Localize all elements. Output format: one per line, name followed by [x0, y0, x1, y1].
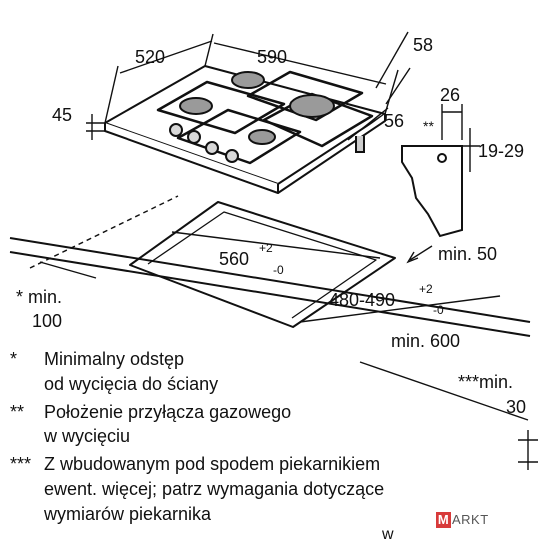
- dim-label-56: 56: [384, 111, 405, 131]
- dim-520-ext-a: [104, 65, 119, 124]
- burner-back-left: [231, 71, 265, 89]
- dim-label-45: 45: [52, 105, 73, 125]
- note-1-line-1: Minimalny odstęp: [44, 349, 185, 369]
- dim-label-bracket-note: **: [423, 118, 434, 134]
- watermark-logo-rest: ARKT: [452, 512, 489, 527]
- gas-connector: [355, 136, 365, 153]
- hob-glass-front: [104, 123, 279, 194]
- dim-480-line: [299, 295, 501, 323]
- dim-520-line: [119, 40, 213, 74]
- dim-label-26: 26: [440, 85, 461, 105]
- note-2-line-1: Położenie przyłącza gazowego: [44, 402, 292, 422]
- dim-min50-arrow: [406, 245, 433, 264]
- note-2-line-2: w wycięciu: [44, 426, 131, 446]
- dim-min30-ext: [518, 439, 538, 463]
- dim-label-480-490: 480-490: [329, 290, 396, 310]
- dim-590-ext: [384, 69, 399, 115]
- countertop-top-edge: [9, 237, 531, 323]
- burner-mid-left: [179, 97, 213, 115]
- note-2-mark: **: [10, 402, 25, 422]
- grid-left-back: [156, 80, 286, 135]
- bracket-hole: [437, 153, 447, 163]
- dim-56-line: [347, 107, 389, 141]
- dim-label-min50: min. 50: [438, 244, 498, 264]
- dim-label-560-plus: +2: [259, 241, 273, 255]
- bracket-outline: [401, 145, 463, 238]
- dim-label-480-minus: -0: [433, 303, 444, 317]
- knob-4: [225, 149, 239, 163]
- burner-front: [248, 129, 276, 145]
- knob-3: [205, 141, 219, 155]
- knob-2: [187, 130, 201, 144]
- burner-wok: [289, 94, 335, 118]
- knob-1: [169, 123, 183, 137]
- dim-label-min-wall-1: * min.: [16, 287, 63, 307]
- countertop-bottom-edge: [9, 251, 531, 337]
- note-3-line-3: wymiarów piekarnika: [44, 504, 212, 524]
- note-1-mark: *: [10, 349, 18, 369]
- note-3-line-2: ewent. więcej; patrz wymagania dotyczące: [44, 479, 385, 499]
- dim-label-min-oven-2: 30: [506, 397, 527, 417]
- dim-label-min600: min. 600: [391, 331, 461, 351]
- note-3-mark: ***: [10, 454, 32, 474]
- dim-26-ext: [441, 104, 463, 140]
- dim-58-line: [375, 31, 409, 89]
- dim-min100-line: [39, 261, 97, 279]
- note-1-line-2: od wycięcia do ściany: [44, 374, 219, 394]
- dim-label-58: 58: [413, 35, 434, 55]
- dim-label-480-plus: +2: [419, 282, 433, 296]
- dim-min600-line: [359, 361, 529, 421]
- footer-fragment: w: [382, 526, 394, 543]
- dashed-guide: [29, 195, 179, 269]
- dim-label-min-oven-1: ***min.: [458, 372, 514, 392]
- dim-label-min-wall-2: 100: [32, 311, 63, 331]
- dim-label-19-29: 19-29: [478, 141, 525, 161]
- dim-label-560-minus: -0: [273, 263, 284, 277]
- watermark-logo-initial: M: [436, 512, 451, 528]
- dim-520-ext-b: [204, 33, 214, 67]
- cutout-outline: [129, 201, 396, 328]
- note-3-line-1: Z wbudowanym pod spodem piekarnikiem: [44, 454, 381, 474]
- dim-label-520: 520: [135, 47, 166, 67]
- dim-58-b: [385, 67, 411, 105]
- dim-560-line: [171, 231, 381, 259]
- dim-590-line: [213, 42, 387, 85]
- hob-glass-side: [277, 114, 386, 194]
- dim-label-590: 590: [257, 47, 288, 67]
- dim-label-560: 560: [219, 249, 250, 269]
- cutout-inner-edge: [147, 211, 377, 319]
- dim-45-ext: [86, 122, 105, 132]
